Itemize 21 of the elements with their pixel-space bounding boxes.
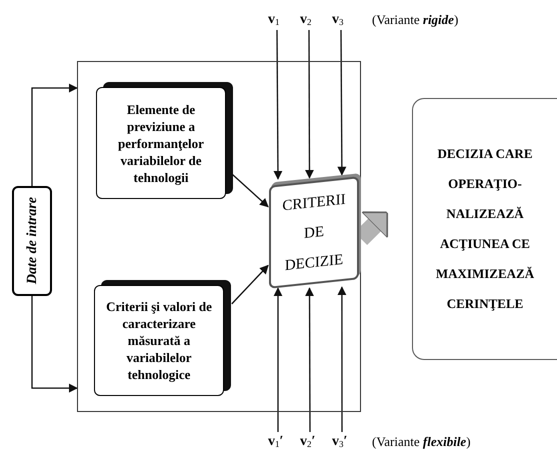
variant-label: v$_{1}$ [268,10,286,30]
variant-note: (Variante flexibile) [372,433,471,451]
arrow [304,30,314,179]
frame-box [77,61,361,412]
arrow [31,84,78,186]
variant-note: (Variante rigide) [372,11,458,29]
arrow [337,30,346,176]
variant-label: v$_{2}$′ [300,432,320,452]
criteria-card: CRITERII DE DECIZIE [269,176,359,289]
arrow [31,296,78,393]
variant-label: v$_{3}$′ [332,432,352,452]
arrow [305,287,314,432]
arrow [273,30,282,180]
variant-label: v$_{2}$ [300,10,318,30]
variant-label: v$_{1}$′ [268,432,288,452]
input-data-box: Date de intrare [12,186,52,296]
decision-box: DECIZIA CARE OPERAŢIO- NALIZEAZĂ ACŢIUNEA CE MAXIMIZEAZĂ CERINŢELE [412,98,557,360]
variant-label: v$_{3}$ [332,10,350,30]
arrow [274,287,282,432]
arrow [231,264,269,304]
arrow [337,286,346,432]
